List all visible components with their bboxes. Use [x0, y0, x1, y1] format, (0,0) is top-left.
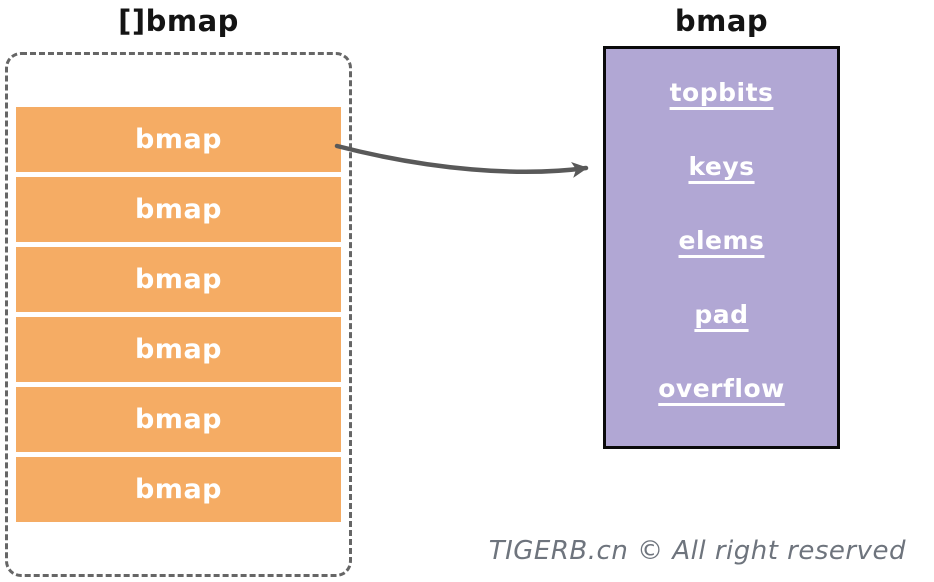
bmap-array-item: bmap	[16, 107, 341, 172]
bmap-field-keys: keys	[688, 151, 755, 181]
bmap-array-item: bmap	[16, 457, 341, 522]
bmap-array-item-label: bmap	[134, 124, 222, 155]
bmap-array-item-label: bmap	[134, 404, 222, 435]
bmap-field-overflow: overflow	[658, 374, 785, 404]
bmap-struct-title: bmap	[674, 4, 769, 38]
bmap-field-topbits: topbits	[669, 77, 774, 107]
pointer-arrow-path	[334, 143, 589, 178]
bmap-array-item: bmap	[16, 317, 341, 382]
bmap-array-container: bmap bmap bmap bmap bmap bmap	[5, 52, 352, 577]
bmap-struct-box: topbits keys elems pad overflow	[603, 46, 840, 449]
bmap-array-item-label: bmap	[134, 194, 222, 225]
bmap-field-elems: elems	[678, 225, 765, 255]
watermark-text: TIGERB.cn © All right reserved	[488, 536, 906, 566]
bmap-array-item-label: bmap	[134, 334, 222, 365]
bmap-field-pad: pad	[694, 300, 749, 330]
bmap-array-item: bmap	[16, 177, 341, 242]
bmap-array-item-label: bmap	[134, 264, 222, 295]
bmap-array-item: bmap	[16, 387, 341, 452]
bmap-array-item: bmap	[16, 247, 341, 312]
bmap-array-item-label: bmap	[134, 474, 222, 505]
bmap-array-title: []bmap	[118, 4, 239, 38]
